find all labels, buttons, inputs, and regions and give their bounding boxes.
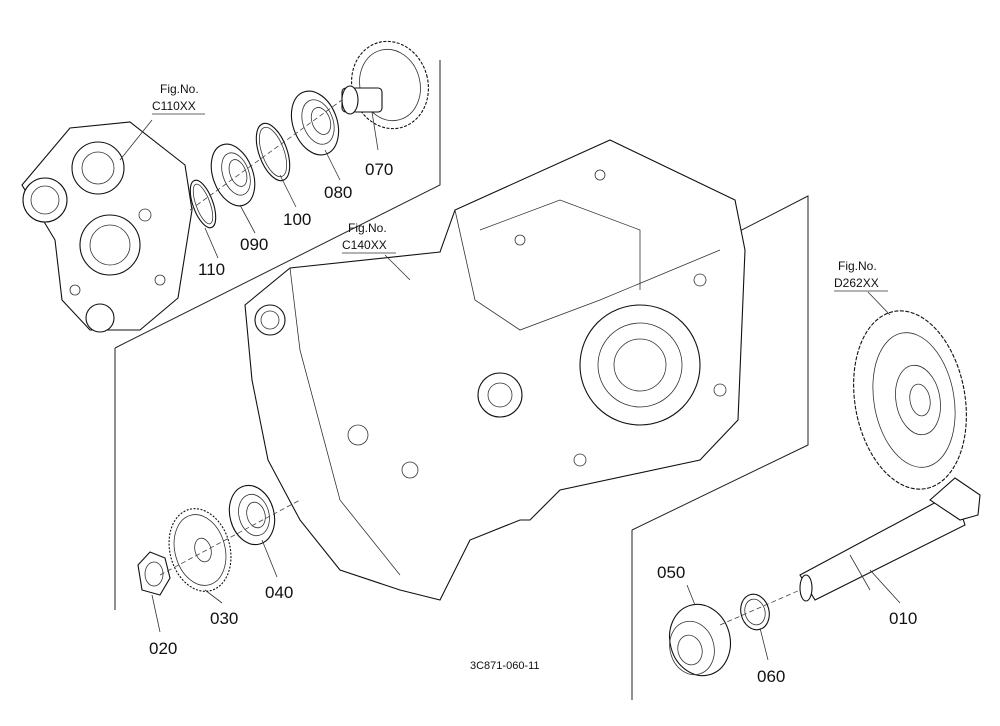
- front-housing-drawing: [21, 121, 193, 333]
- leader-lines: [119, 111, 901, 661]
- part-label-030[interactable]: 030: [210, 609, 238, 628]
- drawing-number: 3C871-060-11: [470, 660, 540, 672]
- pinion-shaft-010-drawing: [799, 477, 981, 602]
- figref-label: Fig.No.: [160, 82, 199, 96]
- shim-060-drawing: [740, 593, 770, 631]
- part-label-010[interactable]: 010: [889, 609, 917, 628]
- figref-label: Fig.No.: [838, 259, 877, 273]
- part-label-020[interactable]: 020: [149, 639, 177, 658]
- part-label-100[interactable]: 100: [283, 210, 311, 229]
- bearing-090-drawing: [210, 143, 256, 207]
- sensor-gear-030-drawing: [168, 508, 232, 592]
- transmission-case-drawing: [244, 139, 746, 601]
- part-label-090[interactable]: 090: [240, 235, 268, 254]
- part-label-050[interactable]: 050: [657, 563, 685, 582]
- bearing-080-drawing: [290, 90, 340, 156]
- figref-code: C110XX: [152, 99, 196, 113]
- part-label-070[interactable]: 070: [365, 160, 393, 179]
- part-label-060[interactable]: 060: [757, 667, 785, 686]
- gear-070-drawing: [341, 40, 429, 130]
- figref-label: Fig.No.: [348, 221, 387, 235]
- figref-d262[interactable]: Fig.No. D262XX: [834, 259, 888, 292]
- nut-020-drawing: [137, 551, 171, 596]
- figref-c110[interactable]: Fig.No. C110XX: [152, 82, 205, 115]
- figref-code: C140XX: [342, 238, 387, 252]
- figref-code: D262XX: [834, 276, 879, 290]
- bevel-gear-drawing: [853, 310, 967, 490]
- figref-c140[interactable]: Fig.No. C140XX: [342, 221, 396, 254]
- part-label-040[interactable]: 040: [265, 583, 293, 602]
- part-label-110[interactable]: 110: [198, 260, 225, 279]
- snap-ring-100-drawing: [255, 122, 291, 182]
- assembly-axis-lines: [159, 99, 801, 626]
- part-label-080[interactable]: 080: [324, 183, 352, 202]
- bearing-040-drawing: [228, 484, 276, 546]
- group-outline-upper: [114, 60, 441, 610]
- bearing-050-drawing: [669, 603, 731, 677]
